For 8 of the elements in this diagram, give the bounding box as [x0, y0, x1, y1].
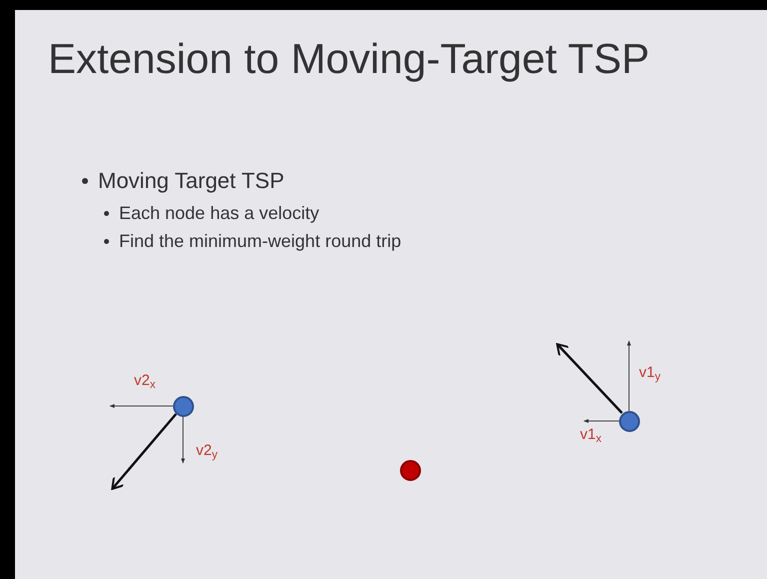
vector-label: v2$_{y}$	[196, 441, 218, 462]
vector-label: v1$_{x}$	[580, 425, 602, 446]
bullet-text: Find the minimum-weight round trip	[119, 230, 402, 253]
slide-title: Extension to Moving-Target TSP	[48, 38, 650, 80]
bullet-text: Each node has a velocity	[119, 202, 320, 225]
bullet-text: Moving Target TSP	[98, 167, 284, 195]
vector-label: v1$_{y}$	[639, 363, 660, 384]
vector-label: v2$_{x}$	[134, 371, 156, 392]
